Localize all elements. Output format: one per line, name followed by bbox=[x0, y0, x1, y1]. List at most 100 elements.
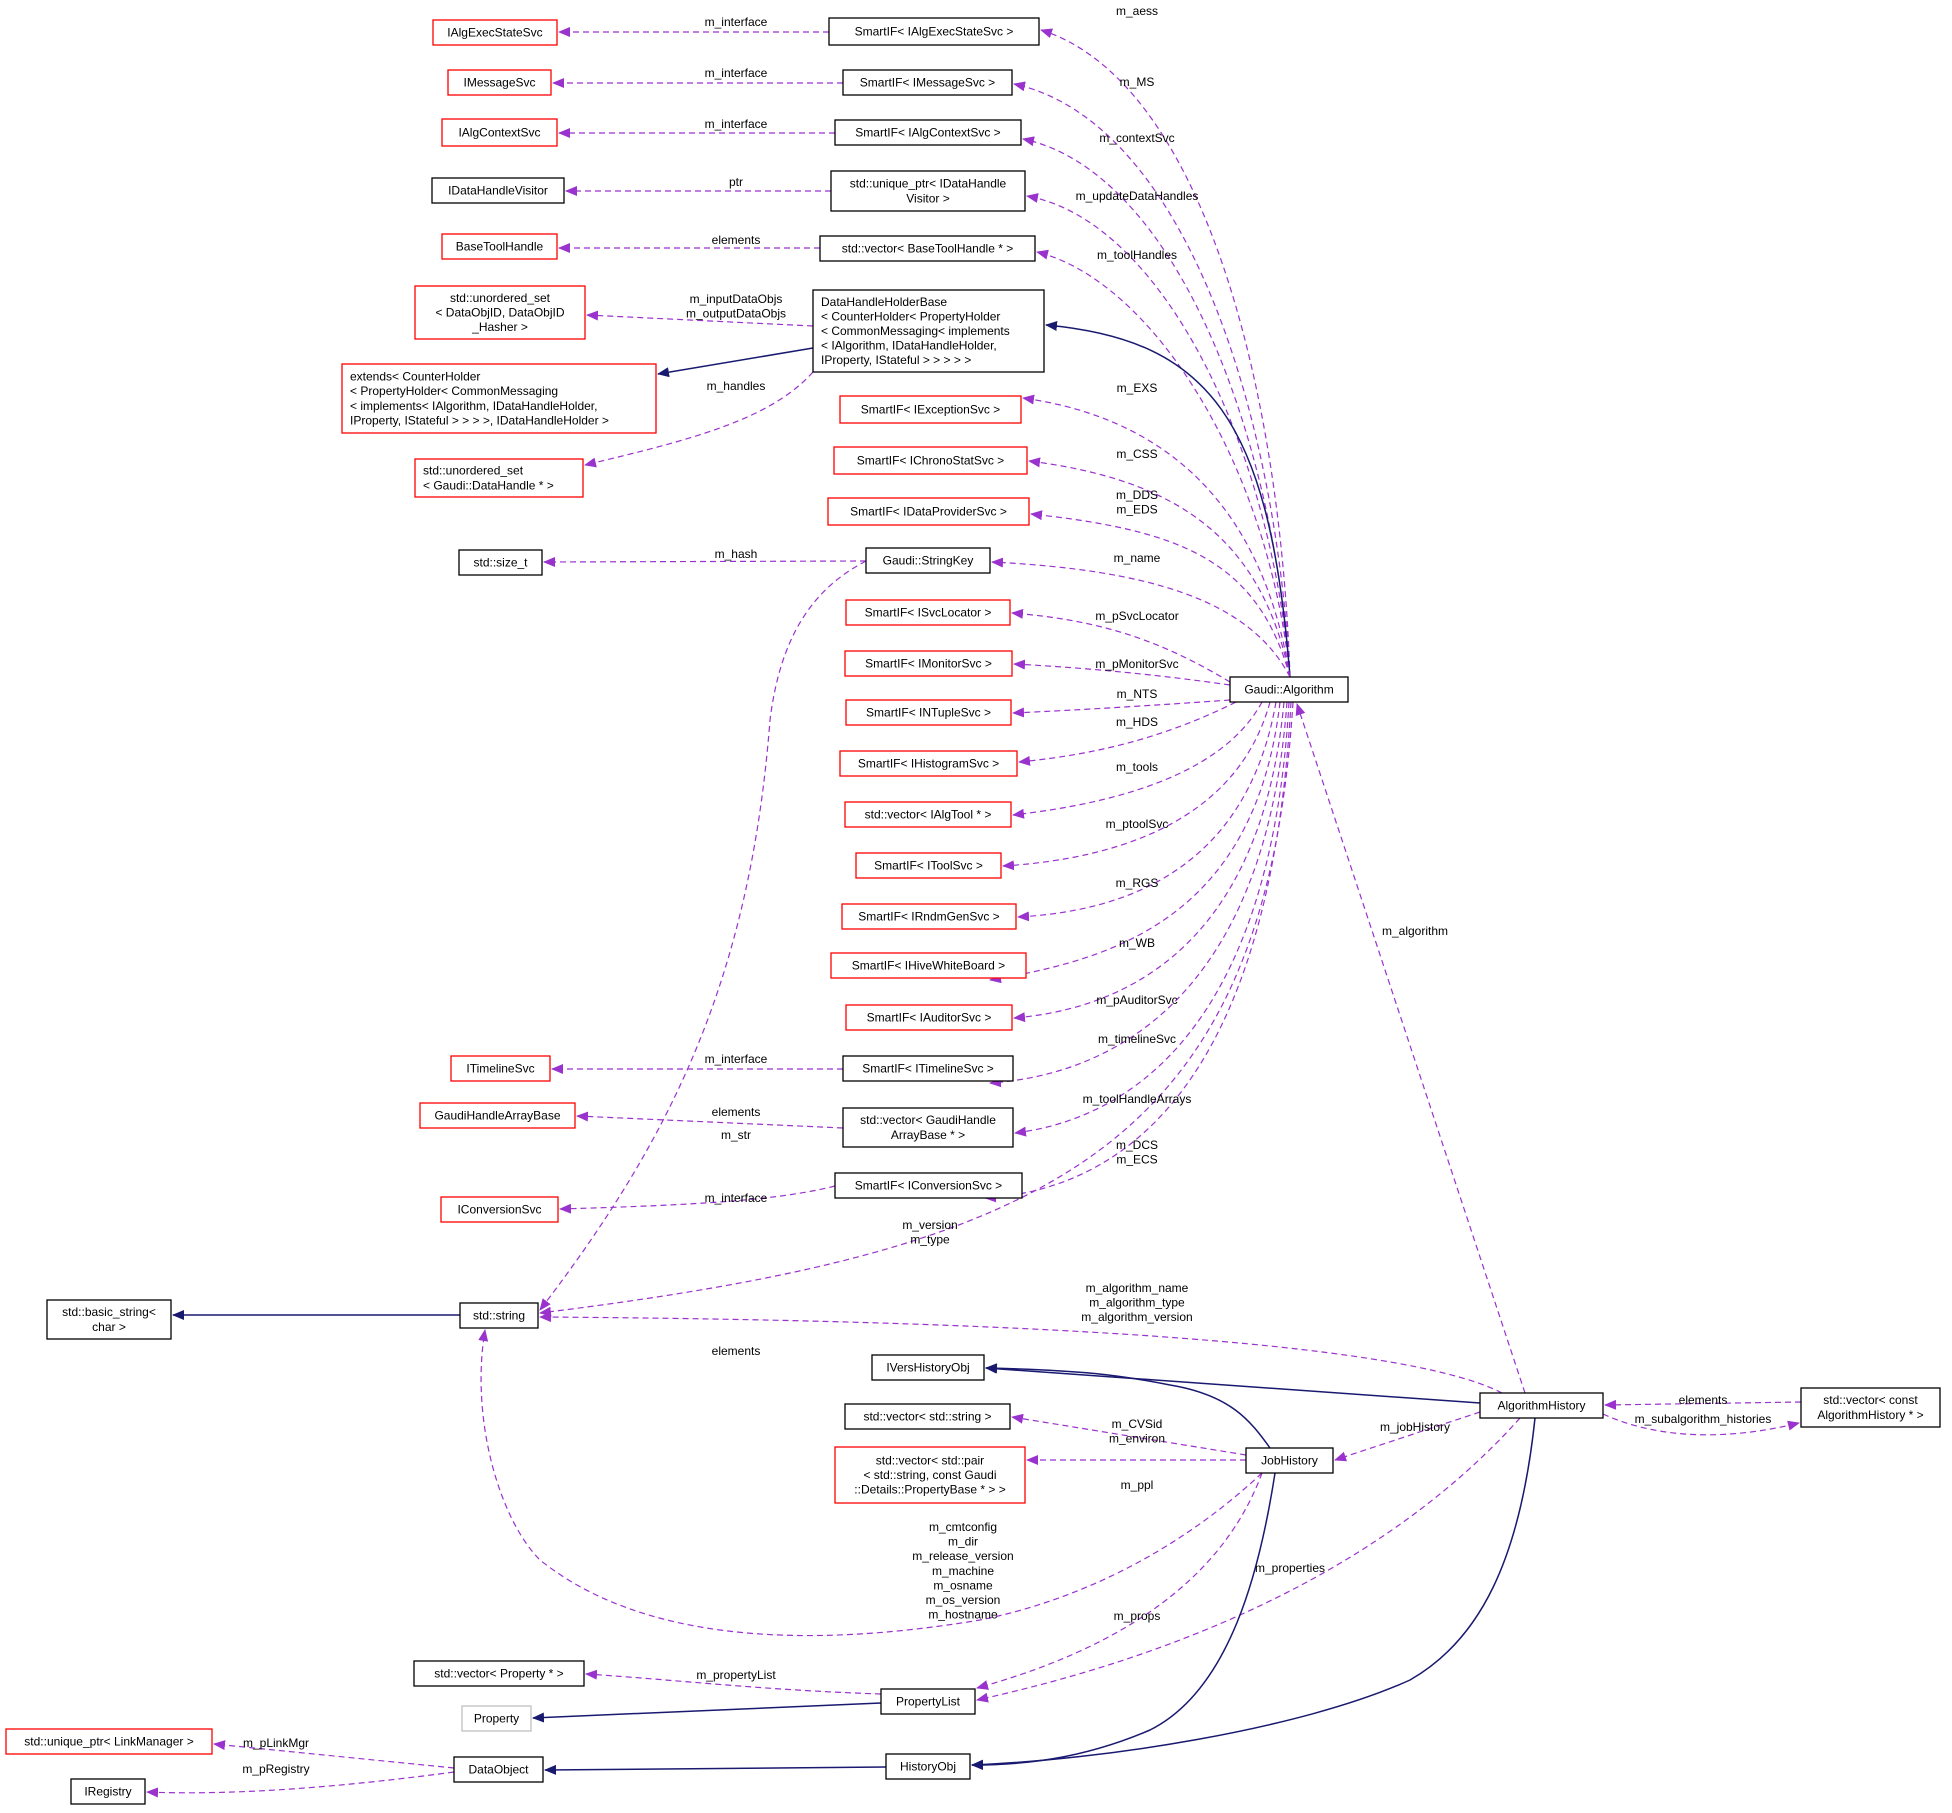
node-label-line: std::vector< BaseToolHandle * > bbox=[842, 242, 1013, 256]
node-label-line: std::vector< std::pair bbox=[876, 1453, 984, 1467]
node-label: std::vector< Property * > bbox=[434, 1667, 563, 1681]
edge-label-line: m_contextSvc bbox=[1099, 131, 1174, 145]
node-box bbox=[842, 1107, 1014, 1148]
class-node-smartif-irndmgensvc[interactable]: SmartIF< IRndmGenSvc > bbox=[841, 903, 1017, 930]
class-node-smartif-idataprovidersvc[interactable]: SmartIF< IDataProviderSvc > bbox=[827, 497, 1030, 526]
node-label: DataObject bbox=[468, 1763, 529, 1777]
edge-label-hds: m_HDS bbox=[1116, 715, 1158, 729]
class-node-smartif-iconversionsvc[interactable]: SmartIF< IConversionSvc > bbox=[834, 1172, 1023, 1199]
node-label: IAlgContextSvc bbox=[458, 126, 540, 140]
node-label: SmartIF< INTupleSvc > bbox=[866, 706, 991, 720]
class-node-unordered-set-datahandle[interactable]: std::unordered_set< Gaudi::DataHandle * … bbox=[414, 458, 584, 498]
class-node-iconversionsvc[interactable]: IConversionSvc bbox=[440, 1196, 559, 1223]
node-label: SmartIF< IRndmGenSvc > bbox=[858, 910, 999, 924]
class-node-smartif-intuplesvc[interactable]: SmartIF< INTupleSvc > bbox=[845, 699, 1012, 726]
class-node-smartif-iauditorsvc[interactable]: SmartIF< IAuditorSvc > bbox=[845, 1004, 1013, 1031]
edge-label-line: m_aess bbox=[1116, 4, 1158, 18]
class-node-smartif-ialgexecstatesvc[interactable]: SmartIF< IAlgExecStateSvc > bbox=[828, 17, 1040, 46]
node-box bbox=[819, 235, 1036, 262]
edges-layer bbox=[146, 27, 1802, 1798]
edge-label-ptoolsvc: m_ptoolSvc bbox=[1106, 817, 1169, 831]
class-node-historyobj[interactable]: HistoryObj bbox=[885, 1753, 971, 1780]
class-node-smartif-ihistogramsvc[interactable]: SmartIF< IHistogramSvc > bbox=[839, 750, 1018, 777]
class-node-algorithmhistory[interactable]: AlgorithmHistory bbox=[1479, 1392, 1604, 1419]
usage-edge-48 bbox=[478, 1329, 1263, 1637]
class-node-std-size-t[interactable]: std::size_t bbox=[458, 549, 543, 576]
node-box bbox=[1245, 1447, 1334, 1474]
class-node-smartif-imonitorsvc[interactable]: SmartIF< IMonitorSvc > bbox=[844, 650, 1013, 677]
class-node-vector-string[interactable]: std::vector< std::string > bbox=[844, 1403, 1011, 1430]
class-node-gaudi-stringkey[interactable]: Gaudi::StringKey bbox=[865, 547, 991, 574]
class-node-smartif-iexceptionsvc[interactable]: SmartIF< IExceptionSvc > bbox=[839, 395, 1022, 424]
edge-label-line: m_ppl bbox=[1121, 1478, 1154, 1492]
class-node-smartif-ialgcontextsvc[interactable]: SmartIF< IAlgContextSvc > bbox=[834, 119, 1022, 146]
class-node-gaudi-algorithm[interactable]: Gaudi::Algorithm bbox=[1229, 676, 1349, 703]
usage-edge-16 bbox=[1022, 136, 1291, 678]
node-label-line: IAlgExecStateSvc bbox=[447, 26, 542, 40]
edge-label-stringkey-str: m_str bbox=[721, 1128, 751, 1142]
edge-label-line: m_inputDataObjs bbox=[690, 292, 783, 306]
class-node-smartif-isvclocator[interactable]: SmartIF< ISvcLocator > bbox=[845, 599, 1011, 626]
class-node-vector-ialgtool[interactable]: std::vector< IAlgTool * > bbox=[844, 801, 1012, 828]
class-node-propertylist[interactable]: PropertyList bbox=[880, 1688, 976, 1715]
class-node-smartif-itoolsvc[interactable]: SmartIF< IToolSvc > bbox=[855, 852, 1002, 879]
usage-edge-24 bbox=[1011, 608, 1231, 683]
edge-label-line: m_handles bbox=[707, 379, 766, 393]
edge-label-line: m_cmtconfig bbox=[929, 1520, 997, 1534]
edge-label-line: m_interface bbox=[705, 117, 768, 131]
node-label-line: std::vector< const bbox=[1823, 1393, 1918, 1407]
class-node-idatahandlevisitor[interactable]: IDataHandleVisitor bbox=[431, 177, 565, 204]
class-node-std-basic-string[interactable]: std::basic_string<char > bbox=[46, 1299, 172, 1340]
node-label-line: SmartIF< IChronoStatSvc > bbox=[857, 454, 1004, 468]
class-node-ialgexecstatesvc[interactable]: IAlgExecStateSvc bbox=[432, 19, 558, 46]
edge-label-line: m_EXS bbox=[1117, 381, 1158, 395]
node-label: std::vector< BaseToolHandle * > bbox=[842, 242, 1013, 256]
node-label: SmartIF< ITimelineSvc > bbox=[862, 1062, 994, 1076]
class-node-imessagesvc[interactable]: IMessageSvc bbox=[447, 69, 552, 96]
class-node-dataobject[interactable]: DataObject bbox=[453, 1756, 544, 1783]
edge-label-line: m_ptoolSvc bbox=[1106, 817, 1169, 831]
class-node-ialgcontextsvc[interactable]: IAlgContextSvc bbox=[441, 118, 558, 147]
edge-label-updatedatahandles: m_updateDataHandles bbox=[1076, 189, 1199, 203]
class-node-unique-ptr-linkmanager[interactable]: std::unique_ptr< LinkManager > bbox=[5, 1728, 213, 1755]
node-label: SmartIF< IMessageSvc > bbox=[860, 76, 995, 90]
edge-label-line: m_HDS bbox=[1116, 715, 1158, 729]
class-node-unordered-set-dataobjid[interactable]: std::unordered_set< DataObjID, DataObjID… bbox=[414, 285, 586, 340]
class-node-vector-basetoolhandle[interactable]: std::vector< BaseToolHandle * > bbox=[819, 235, 1036, 262]
class-node-extends-counterholder[interactable]: extends< CounterHolder< PropertyHolder< … bbox=[341, 363, 657, 434]
edge-label-toolhandles: m_toolHandles bbox=[1097, 248, 1177, 262]
edge-label-exs: m_EXS bbox=[1117, 381, 1158, 395]
class-node-property[interactable]: Property bbox=[461, 1705, 532, 1732]
node-box bbox=[844, 1403, 1011, 1430]
node-label-line: extends< CounterHolder bbox=[350, 370, 480, 384]
class-node-smartif-itimelinesvc[interactable]: SmartIF< ITimelineSvc > bbox=[842, 1055, 1014, 1082]
edge-label-line: m_jobHistory bbox=[1380, 1420, 1450, 1434]
node-label: SmartIF< IChronoStatSvc > bbox=[857, 454, 1004, 468]
node-label-line: std::size_t bbox=[473, 556, 528, 570]
class-node-basetoolhandle[interactable]: BaseToolHandle bbox=[441, 233, 558, 260]
class-node-std-string[interactable]: std::string bbox=[459, 1302, 539, 1329]
node-label-line: < CounterHolder< PropertyHolder bbox=[821, 309, 1000, 323]
class-node-datahandleholderbase[interactable]: DataHandleHolderBase< CounterHolder< Pro… bbox=[812, 289, 1045, 373]
class-node-itimelinesvc[interactable]: ITimelineSvc bbox=[450, 1055, 551, 1082]
class-node-iregistry[interactable]: IRegistry bbox=[70, 1778, 146, 1805]
class-node-gaudihandlearraybase[interactable]: GaudiHandleArrayBase bbox=[419, 1102, 576, 1129]
node-box bbox=[845, 699, 1012, 726]
class-node-smartif-imessagesvc[interactable]: SmartIF< IMessageSvc > bbox=[842, 69, 1013, 96]
class-node-smartif-ichronostatsvc[interactable]: SmartIF< IChronoStatSvc > bbox=[833, 446, 1028, 475]
class-node-smartif-ihivewhiteboard[interactable]: SmartIF< IHiveWhiteBoard > bbox=[830, 952, 1027, 979]
node-label: std::vector< std::string > bbox=[863, 1410, 991, 1424]
class-node-jobhistory[interactable]: JobHistory bbox=[1245, 1447, 1334, 1474]
node-box bbox=[812, 289, 1045, 373]
class-node-vector-property[interactable]: std::vector< Property * > bbox=[413, 1660, 585, 1687]
class-node-vector-pair[interactable]: std::vector< std::pair< std::string, con… bbox=[834, 1446, 1026, 1504]
class-node-iverhistoryobj[interactable]: IVersHistoryObj bbox=[871, 1354, 985, 1381]
node-box bbox=[845, 599, 1011, 626]
